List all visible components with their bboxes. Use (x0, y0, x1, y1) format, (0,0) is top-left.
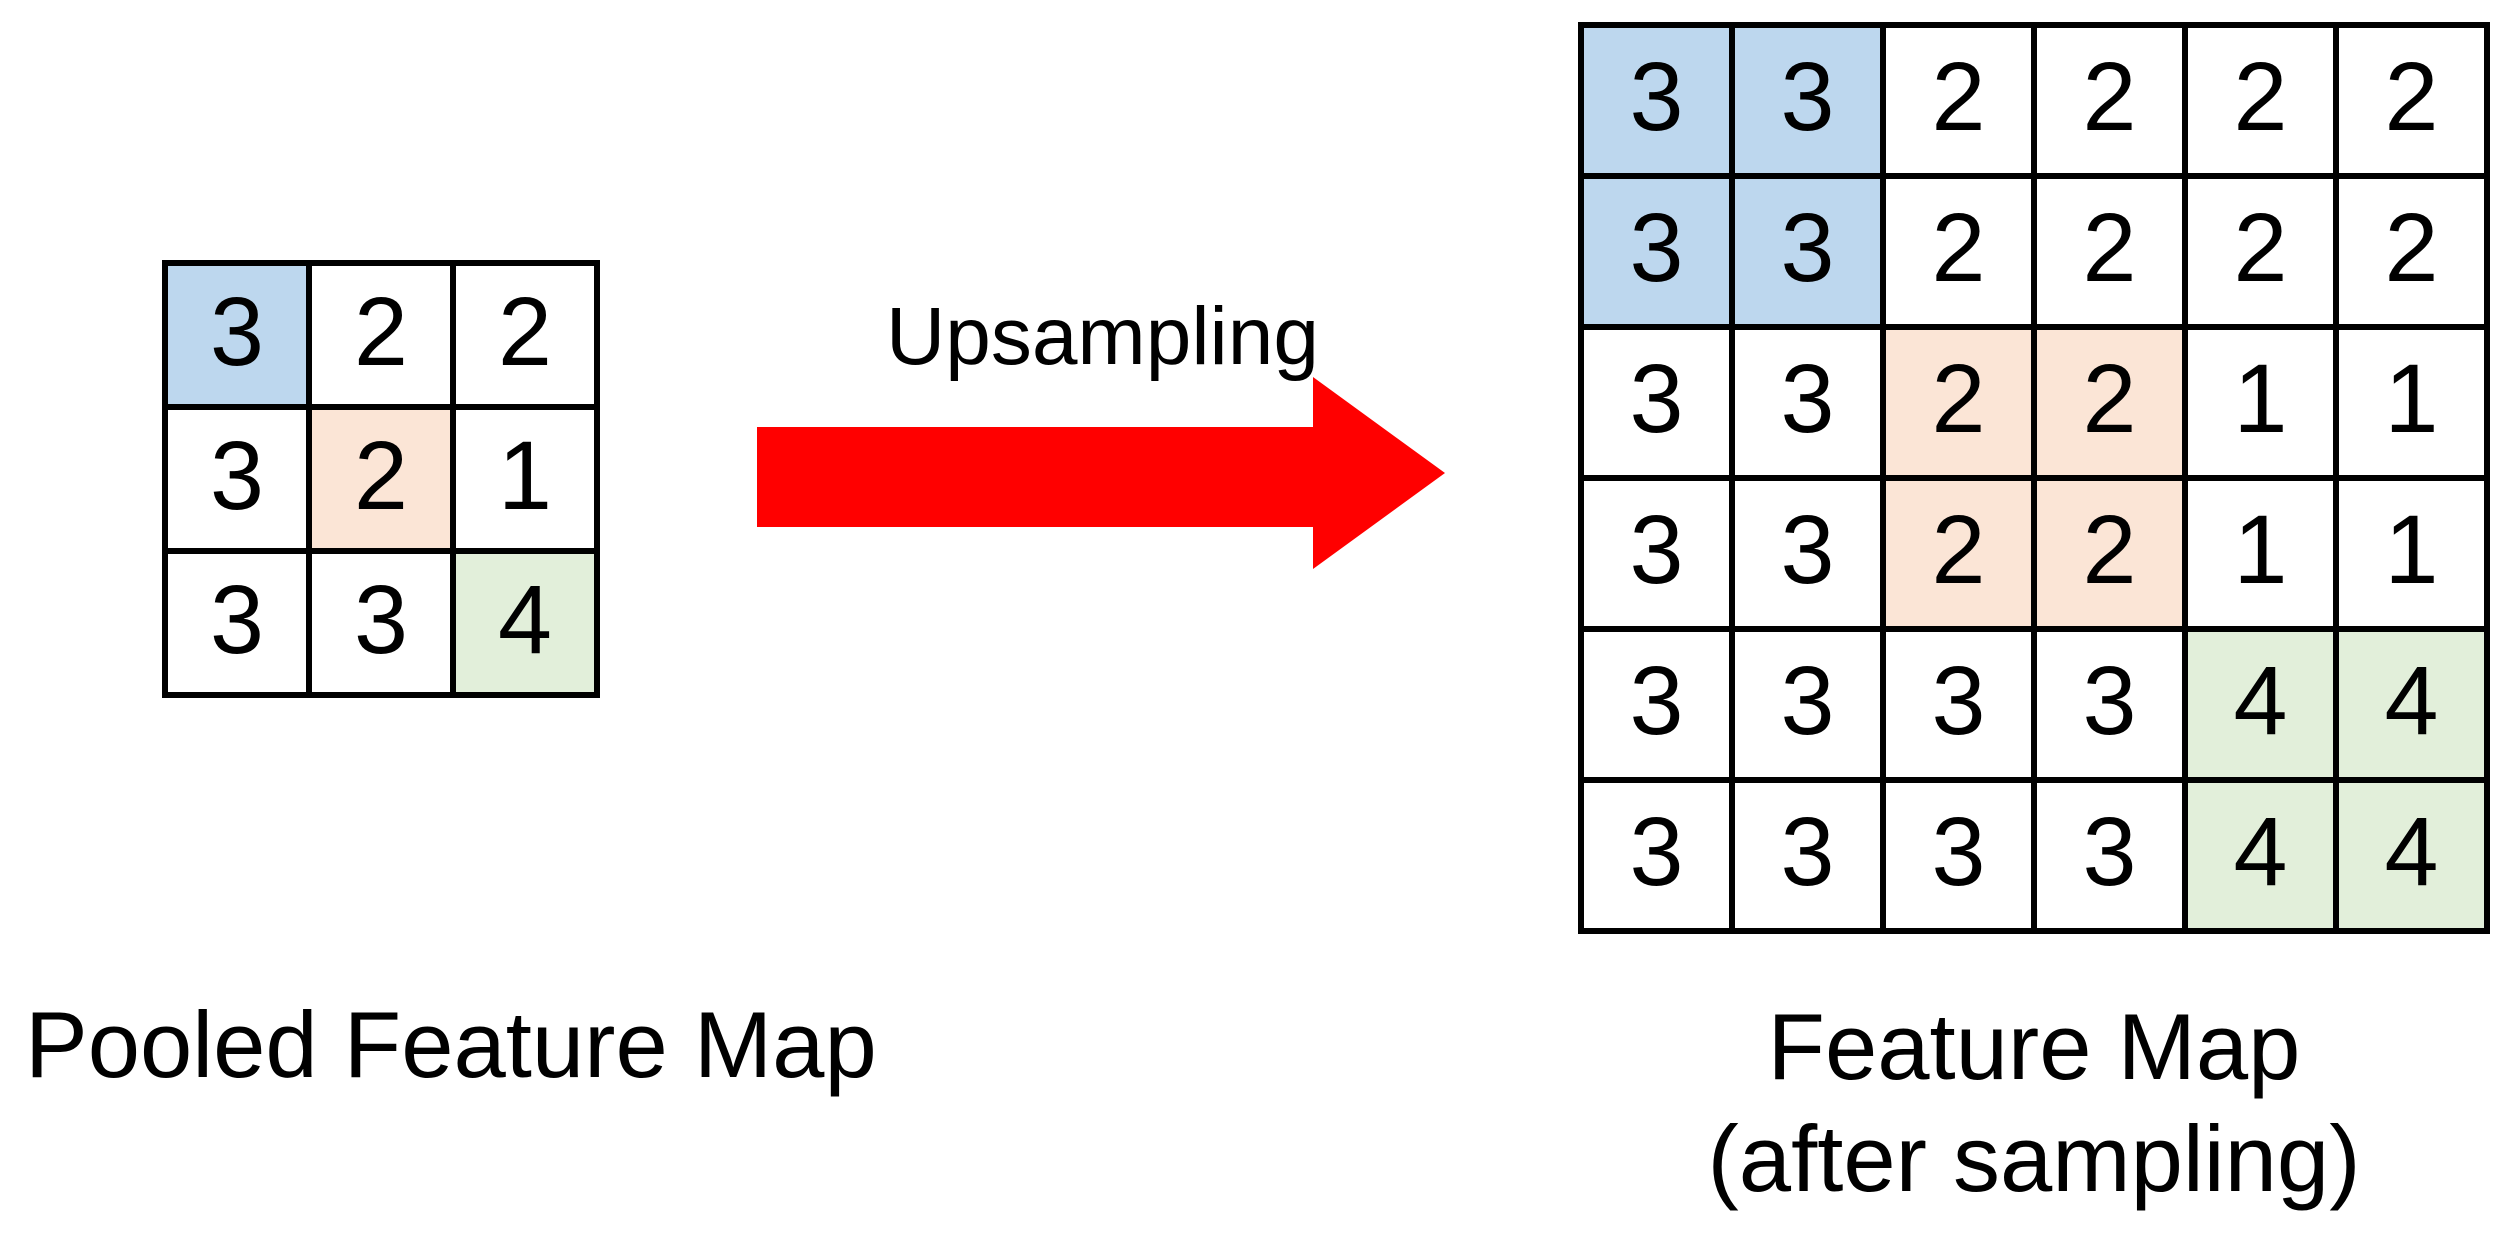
grid-cell: 3 (1735, 481, 1880, 626)
grid-cell: 3 (1735, 330, 1880, 475)
grid-cell: 3 (168, 410, 306, 548)
grid-cell: 3 (2037, 632, 2182, 777)
grid-cell: 4 (456, 554, 594, 692)
grid-cell: 2 (312, 410, 450, 548)
grid-cell: 2 (312, 266, 450, 404)
feature-map-caption: Feature Map (after sampling) (1578, 991, 2490, 1215)
grid-cell: 2 (2339, 28, 2484, 173)
pooled-feature-map-caption: Pooled Feature Map (25, 992, 877, 1097)
grid-cell: 3 (312, 554, 450, 692)
grid-cell: 3 (168, 266, 306, 404)
grid-cell: 3 (1584, 481, 1729, 626)
grid-cell: 2 (2188, 179, 2333, 324)
upsampling-arrow-icon (755, 375, 1450, 575)
grid-cell: 4 (2339, 783, 2484, 928)
grid-cell: 3 (1735, 783, 1880, 928)
grid-cell: 3 (168, 554, 306, 692)
grid-cell: 4 (2188, 783, 2333, 928)
grid-cell: 3 (1886, 632, 2031, 777)
grid-cell: 2 (1886, 28, 2031, 173)
grid-cell: 3 (2037, 783, 2182, 928)
grid-cell: 3 (1584, 330, 1729, 475)
grid-cell: 2 (456, 266, 594, 404)
grid-cell: 1 (456, 410, 594, 548)
grid-cell: 3 (1735, 28, 1880, 173)
grid-cell: 4 (2188, 632, 2333, 777)
upsampling-label: Upsampling (886, 291, 1319, 382)
grid-cell: 4 (2339, 632, 2484, 777)
grid-cell: 1 (2339, 330, 2484, 475)
grid-cell: 2 (2037, 481, 2182, 626)
grid-cell: 3 (1584, 28, 1729, 173)
grid-cell: 1 (2188, 330, 2333, 475)
grid-cell: 3 (1584, 179, 1729, 324)
grid-cell: 2 (1886, 330, 2031, 475)
grid-cell: 1 (2339, 481, 2484, 626)
grid-cell: 3 (1735, 632, 1880, 777)
grid-cell: 3 (1584, 783, 1729, 928)
grid-cell: 3 (1735, 179, 1880, 324)
grid-cell: 2 (2037, 330, 2182, 475)
feature-map-caption-line2: (after sampling) (1707, 1106, 2361, 1211)
grid-cell: 1 (2188, 481, 2333, 626)
right-arrow-shape (757, 377, 1445, 569)
grid-cell: 2 (1886, 179, 2031, 324)
grid-cell: 3 (1886, 783, 2031, 928)
grid-cell: 3 (1584, 632, 1729, 777)
grid-cell: 2 (2037, 179, 2182, 324)
grid-cell: 2 (1886, 481, 2031, 626)
feature-map-caption-line1: Feature Map (1767, 994, 2301, 1099)
grid-cell: 2 (2188, 28, 2333, 173)
grid-cell: 2 (2339, 179, 2484, 324)
grid-cell: 2 (2037, 28, 2182, 173)
